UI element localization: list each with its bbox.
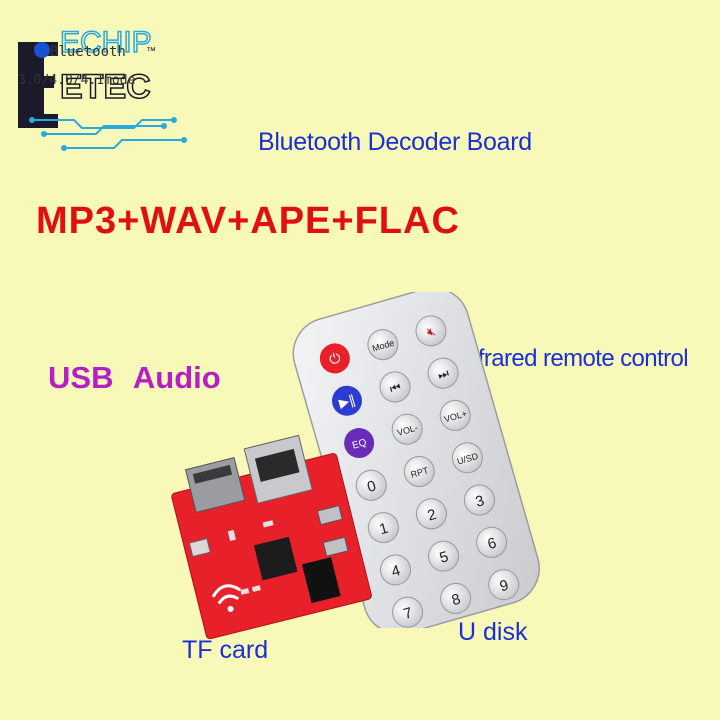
digit-4-button	[380, 554, 412, 586]
svg-text:▶‖: ▶‖	[337, 393, 357, 412]
vol-plus-button	[439, 399, 471, 431]
play-pause-button	[331, 385, 362, 416]
remote-label: Infrared remote control	[459, 345, 689, 372]
digit-2-button	[415, 498, 447, 530]
power-button	[319, 343, 350, 374]
svg-text:RPT: RPT	[410, 465, 431, 480]
svg-text:⏭: ⏭	[436, 366, 450, 382]
u-disk-label: U disk	[458, 618, 528, 646]
bluetooth-mode-text: 3.0/4.0/4.1mode	[18, 73, 136, 88]
vol-minus-button	[391, 413, 423, 445]
bluetooth-wave-icon	[211, 584, 242, 605]
usb-audio-label: USB Audio	[48, 360, 221, 395]
echip-etec-logo: ECHIP ™ ETEC Bluetooth 3.0/4.0/4.1mode	[18, 25, 187, 151]
rpt-button	[403, 456, 435, 488]
mute-button	[415, 315, 447, 347]
eq-button	[344, 428, 375, 459]
digit-8-button	[440, 582, 472, 614]
tf-card-label: TF card	[182, 636, 269, 664]
usd-button	[451, 442, 483, 474]
audio-jack	[301, 557, 341, 604]
svg-text:⏻: ⏻	[328, 350, 343, 368]
previous-button	[379, 371, 411, 403]
circuit-lines	[32, 119, 184, 149]
svg-text:⏮: ⏮	[388, 380, 402, 396]
mode-button	[367, 329, 399, 361]
digit-3-button	[463, 484, 495, 516]
digit-0-button	[355, 469, 387, 501]
digit-5-button	[428, 540, 460, 572]
board-title-label: Bluetooth Decoder Board	[258, 128, 532, 156]
digit-6-button	[476, 526, 508, 558]
svg-text:🔇︎: 🔇︎	[425, 324, 437, 341]
digit-9-button	[488, 569, 520, 601]
decoder-chip	[253, 536, 298, 581]
next-button	[427, 357, 459, 389]
bluetooth-icon	[34, 42, 50, 58]
formats-label: MP3+WAV+APE+FLAC	[36, 200, 460, 242]
push-button	[188, 537, 211, 558]
logo-wordmark-bottom: ETEC	[60, 68, 151, 106]
logo-trademark: ™	[146, 46, 156, 57]
digit-7-button	[392, 596, 424, 628]
digit-1-button	[367, 512, 399, 544]
bluetooth-text: Bluetooth	[50, 44, 126, 60]
decoder-board-image	[171, 434, 372, 640]
logo-wordmark-top: ECHIP	[60, 26, 152, 59]
micro-usb-port	[316, 505, 343, 526]
svg-text:EQ: EQ	[351, 437, 368, 452]
